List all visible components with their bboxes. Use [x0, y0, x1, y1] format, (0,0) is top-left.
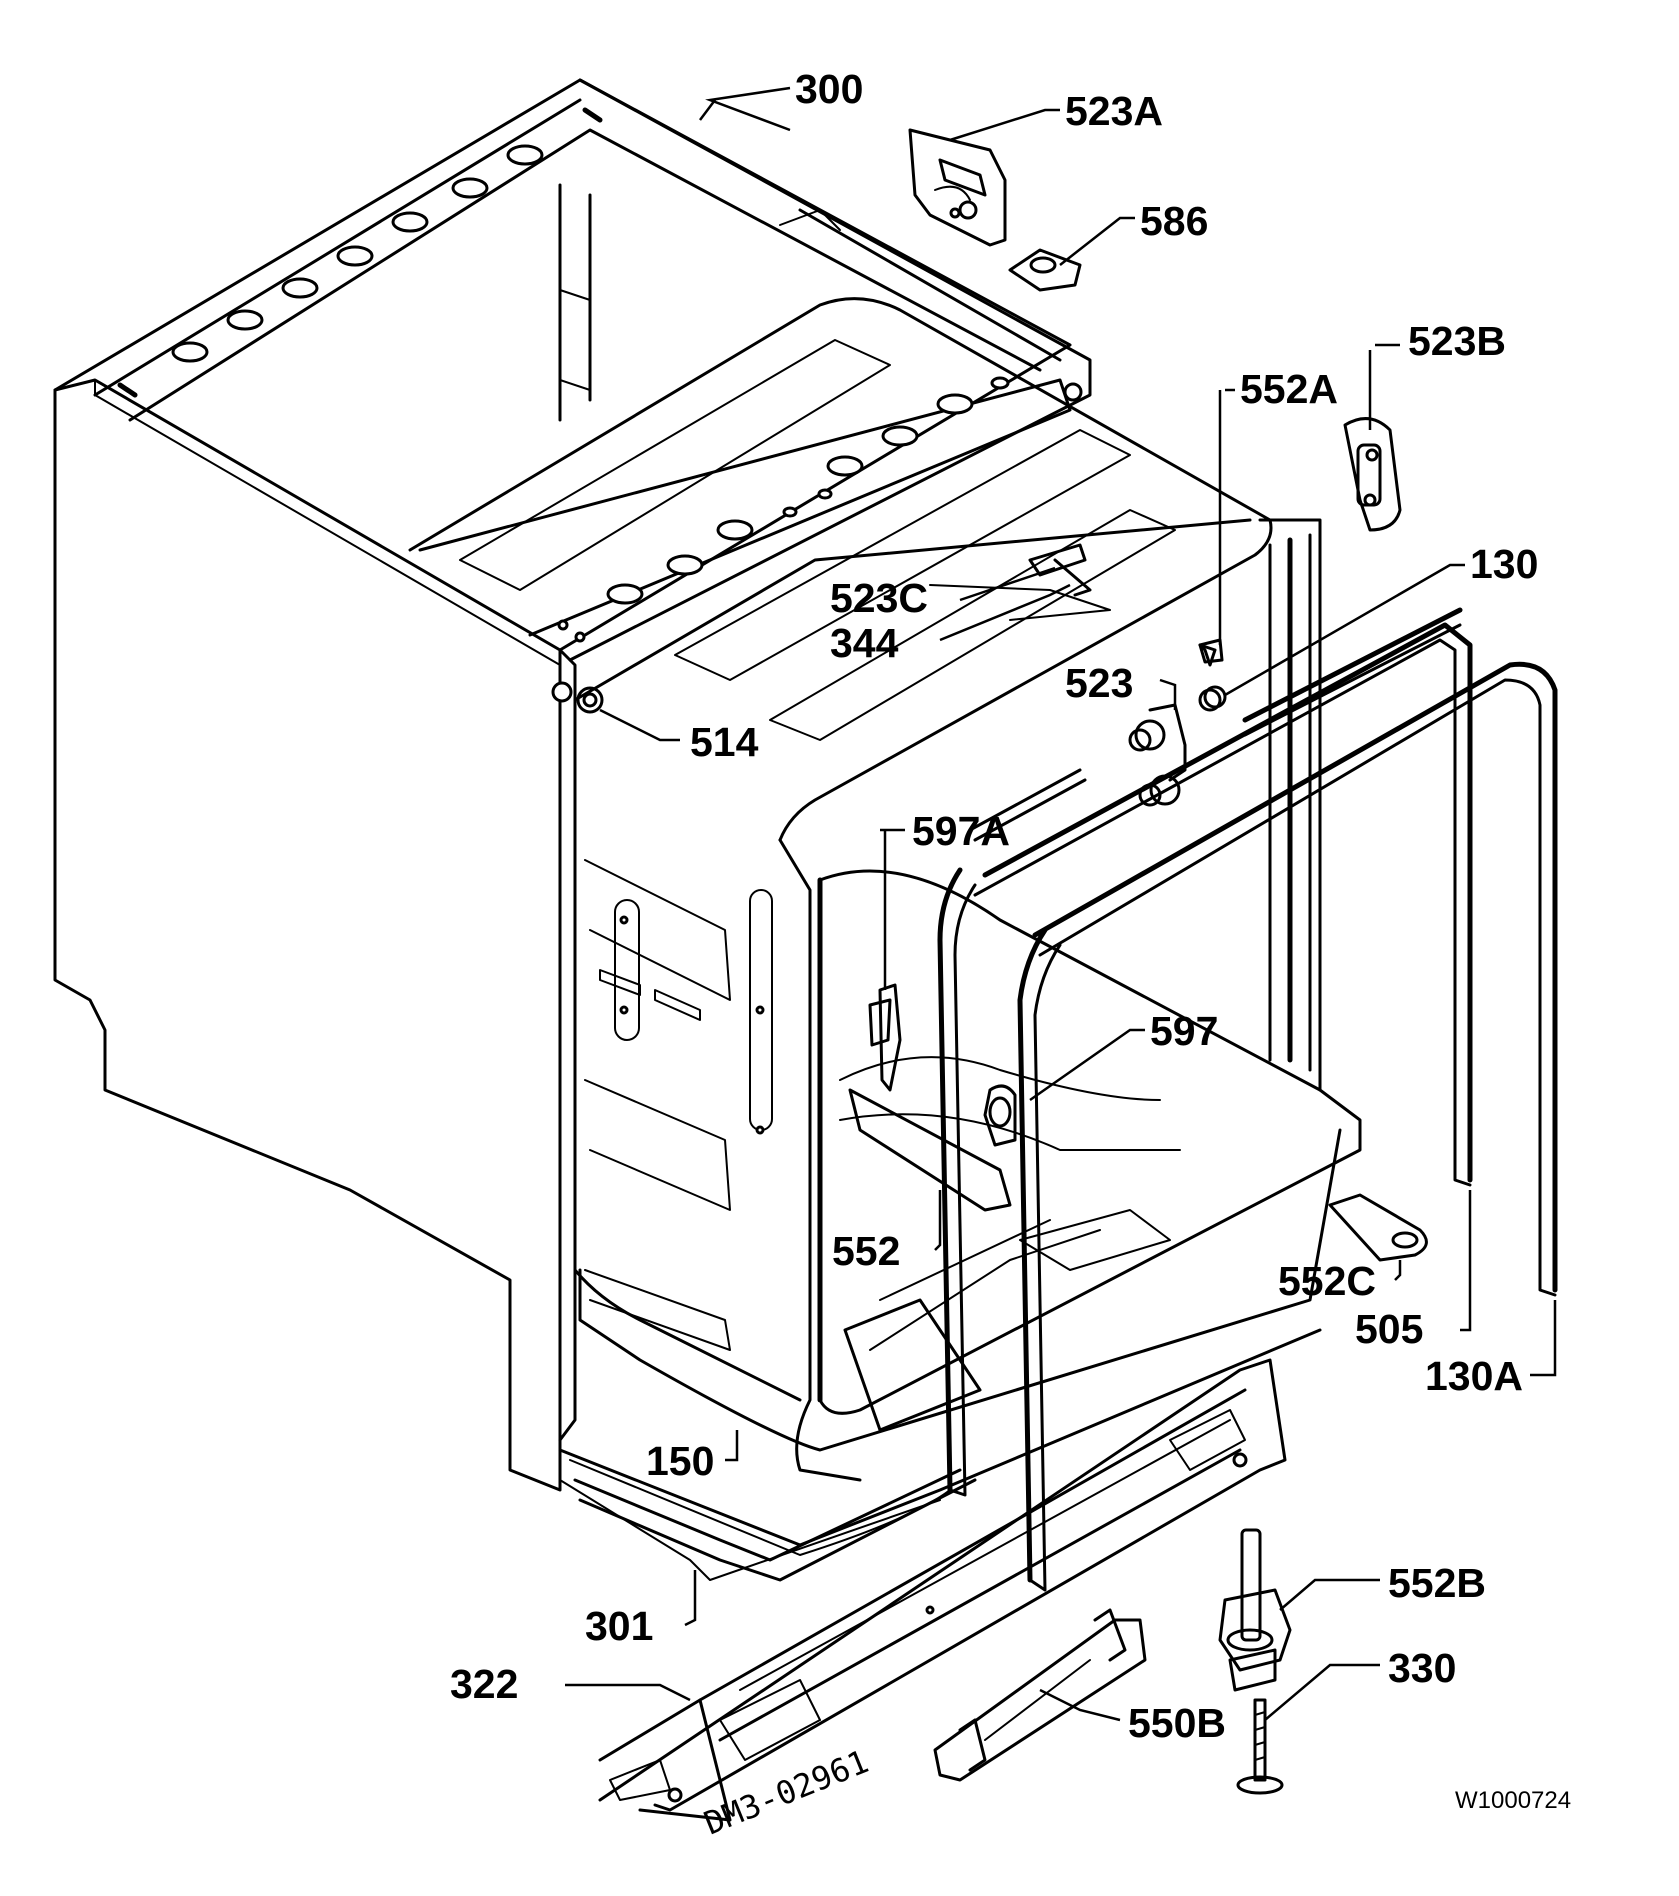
label-597: 597	[1150, 1008, 1218, 1054]
reference-code: W1000724	[1455, 1787, 1571, 1814]
label-552: 552	[832, 1228, 900, 1274]
label-130a: 130A	[1425, 1353, 1523, 1399]
tub	[408, 297, 1362, 1581]
part-552	[848, 1088, 1012, 1212]
door-seals	[817, 533, 1558, 1592]
small-fasteners	[576, 638, 1227, 714]
part-550b	[933, 1608, 1147, 1782]
label-150: 150	[646, 1438, 714, 1484]
part-labels: 300 523A 586 523B 552A 130 523C 344 523 …	[450, 66, 1538, 1746]
label-586: 586	[1140, 198, 1208, 244]
part-597	[983, 1084, 1017, 1147]
label-523a: 523A	[1065, 88, 1163, 134]
label-550b: 550B	[1128, 1700, 1226, 1746]
label-514: 514	[690, 719, 759, 765]
drawing-number: DM3-02961	[699, 1742, 874, 1842]
base-tray	[598, 1358, 1287, 1822]
part-523c	[1028, 543, 1092, 597]
hinge-523	[1128, 643, 1222, 807]
label-505: 505	[1355, 1306, 1423, 1352]
part-552c	[1328, 1193, 1428, 1262]
label-523b: 523B	[1408, 318, 1506, 364]
label-344: 344	[830, 620, 899, 666]
front-rail-holes	[606, 376, 1010, 605]
part-597a	[868, 983, 902, 1092]
label-301: 301	[585, 1603, 653, 1649]
label-300: 300	[795, 66, 863, 112]
label-552b: 552B	[1388, 1560, 1486, 1606]
part-150	[573, 1468, 977, 1582]
label-330: 330	[1388, 1645, 1456, 1691]
leader-lines	[565, 86, 1557, 1722]
label-523: 523	[1065, 660, 1133, 706]
part-330	[1236, 1698, 1284, 1795]
label-523c: 523C	[830, 575, 928, 621]
top-rail-holes	[171, 144, 544, 363]
part-552b	[1218, 1528, 1292, 1692]
part-523a	[908, 128, 1007, 247]
label-552a: 552A	[1240, 366, 1338, 412]
part-523b	[1343, 417, 1402, 532]
part-586	[1008, 248, 1082, 292]
label-130: 130	[1470, 541, 1538, 587]
cabinet-frame	[53, 78, 1092, 1492]
label-322: 322	[450, 1661, 518, 1707]
label-597a: 597A	[912, 808, 1010, 854]
label-552c: 552C	[1278, 1258, 1376, 1304]
